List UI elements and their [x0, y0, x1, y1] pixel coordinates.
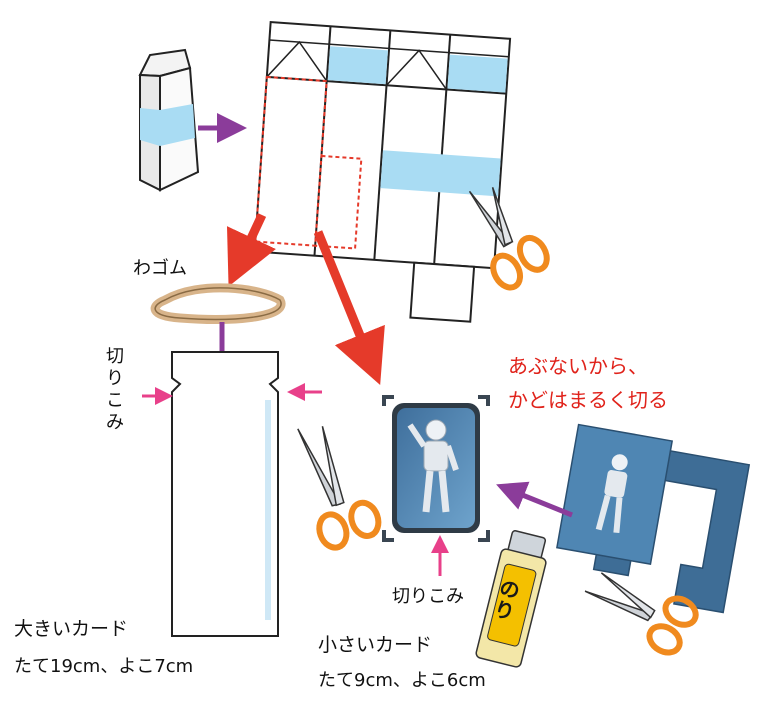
warning-line-1: あぶないから、 [508, 354, 648, 378]
photo-sheet [556, 423, 751, 614]
big-card [171, 351, 279, 637]
glue-stick-icon [475, 530, 547, 668]
big-card-size: たて19cm、よこ7cm [14, 656, 194, 677]
carton-sheet [253, 20, 512, 323]
notch-label-small: 切りこみ [392, 586, 464, 607]
big-card-title: 大きいカード [14, 618, 129, 640]
scissors-icon [468, 187, 550, 291]
scissors-icon [297, 426, 382, 551]
rubber-band-label: わゴム [133, 258, 187, 279]
warning-line-2: かどはまるく切る [508, 388, 668, 412]
scissors-icon [584, 572, 699, 656]
arrow-to-big-card [226, 213, 276, 287]
small-card-size: たて9cm、よこ6cm [318, 670, 486, 691]
milk-carton-icon [138, 48, 200, 192]
small-card [382, 395, 490, 542]
robot-photo-icon [407, 419, 459, 513]
notch-label-vertical: 切りこみ [106, 346, 124, 433]
arrow-photo-to-card [496, 481, 573, 518]
arrow-to-small-card [313, 230, 385, 386]
small-card-title: 小さいカード [318, 634, 433, 656]
